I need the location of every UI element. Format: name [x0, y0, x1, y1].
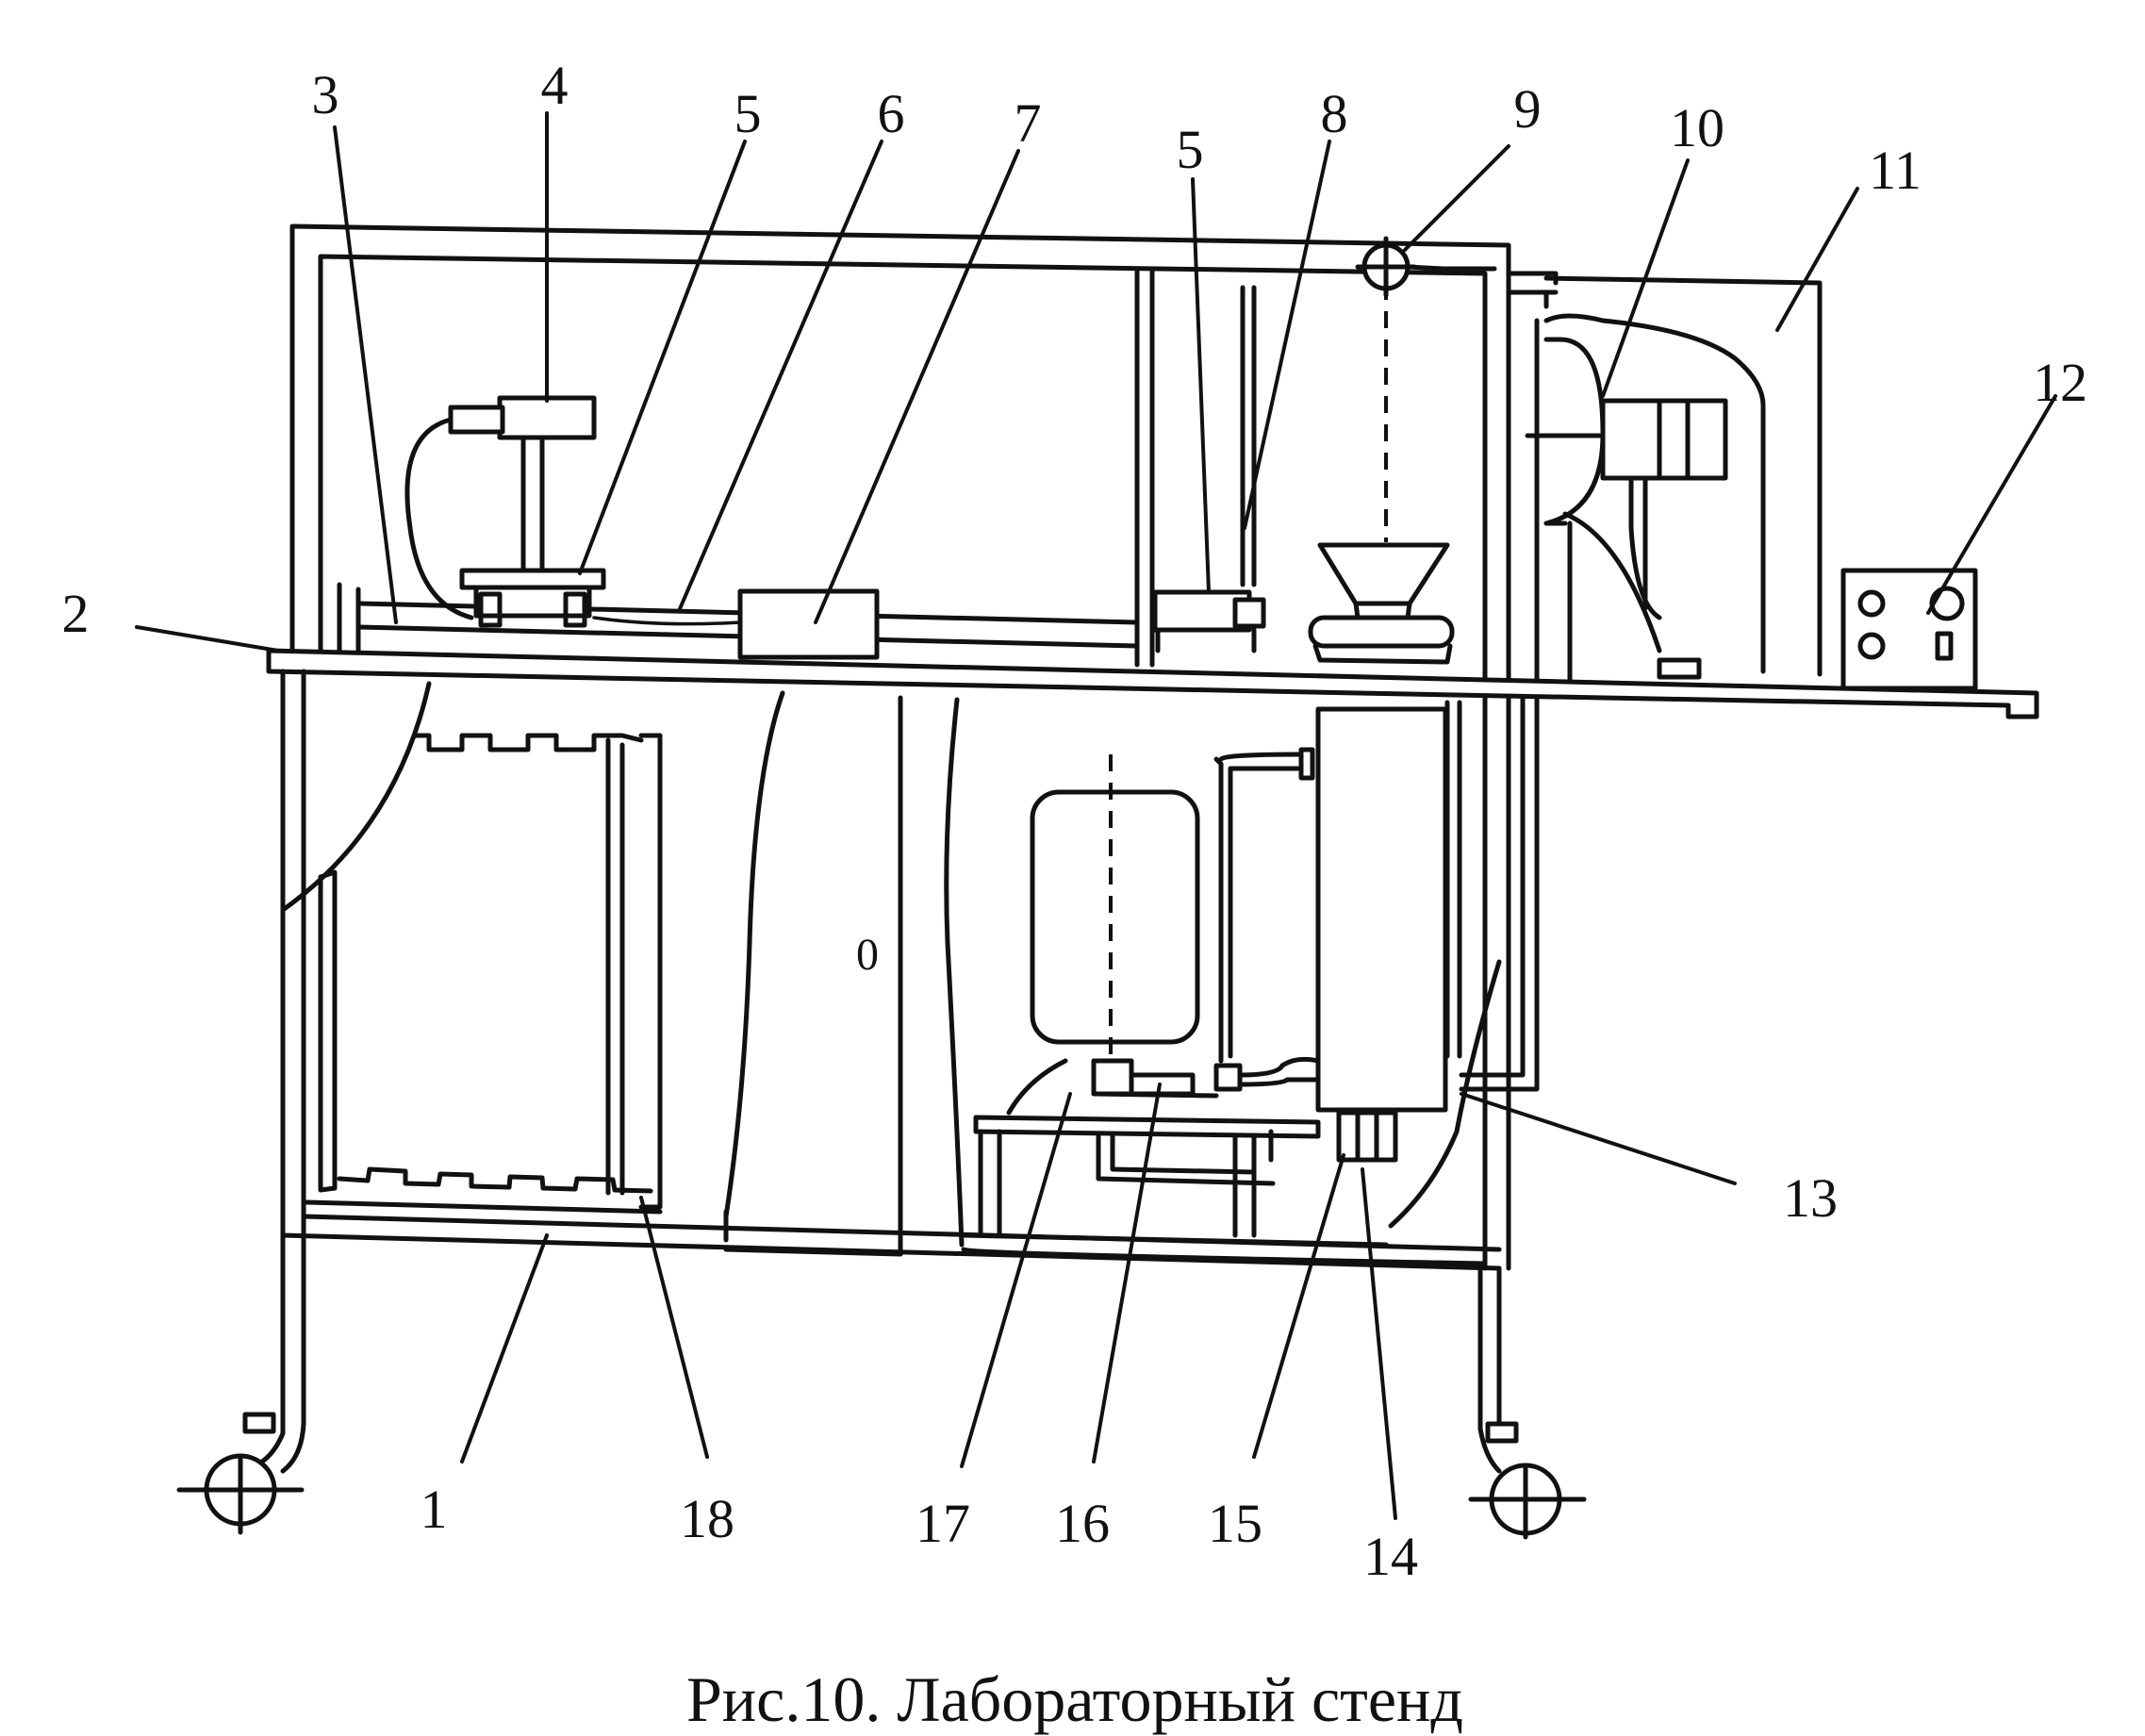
lamp-housing — [1506, 271, 1823, 682]
main-unit-13 — [1315, 706, 1448, 1113]
cable-and-block — [592, 588, 880, 660]
part-numbers: 1 2 3 4 5 6 7 5 8 9 10 11 12 13 14 15 16… — [62, 55, 2088, 1587]
label-17: 17 — [916, 1493, 970, 1554]
leader-8 — [1243, 140, 1331, 530]
control-box — [1840, 568, 1978, 691]
label-12: 12 — [2033, 352, 2087, 413]
leader-15 — [1252, 1153, 1345, 1459]
tank — [1030, 789, 1200, 1045]
leader-7 — [814, 149, 1020, 624]
leader-lines — [135, 111, 2057, 1520]
leader-14 — [1361, 1167, 1397, 1520]
label-4: 4 — [541, 55, 569, 116]
leader-6 — [677, 140, 883, 613]
label-18: 18 — [680, 1488, 734, 1549]
block-7 — [737, 588, 880, 660]
label-3: 3 — [312, 64, 339, 125]
label-16: 16 — [1055, 1493, 1110, 1554]
left-wheel — [176, 1453, 305, 1535]
label-7: 7 — [1015, 92, 1042, 154]
label-8: 8 — [1321, 83, 1348, 144]
lower-frame — [242, 669, 1519, 1474]
leader-3 — [333, 125, 398, 624]
left-compartment — [280, 681, 729, 1243]
leader-16 — [1092, 1083, 1162, 1463]
leader-11 — [1775, 187, 1859, 332]
label-14: 14 — [1363, 1526, 1418, 1587]
leader-9 — [1403, 144, 1510, 252]
figure-caption: Рис.10. Лабораторный стенд — [686, 1663, 1463, 1735]
label-2: 2 — [62, 583, 90, 644]
label-9: 9 — [1514, 78, 1542, 140]
label-5a: 5 — [734, 83, 762, 144]
leader-5a — [578, 140, 747, 575]
leader-10 — [1601, 158, 1690, 398]
table-top — [266, 648, 2039, 719]
right-carriage — [1152, 285, 1266, 653]
leader-1 — [460, 1233, 549, 1463]
leader-12 — [1926, 394, 2057, 615]
middle-panel: 0 — [723, 690, 903, 1257]
label-5b: 5 — [1177, 119, 1204, 180]
label-15: 15 — [1208, 1493, 1262, 1554]
right-wheel — [1468, 1463, 1587, 1540]
right-compartment — [944, 695, 1540, 1266]
camera-stand — [404, 395, 606, 628]
panel-mark: 0 — [856, 930, 879, 980]
pulley — [1355, 236, 1497, 298]
label-6: 6 — [878, 83, 905, 144]
label-13: 13 — [1783, 1167, 1838, 1229]
label-1: 1 — [421, 1479, 448, 1540]
funnel-hopper — [1308, 283, 1455, 665]
leader-18 — [639, 1196, 709, 1459]
leader-5b — [1191, 177, 1211, 594]
leader-2 — [135, 625, 280, 653]
label-11: 11 — [1869, 140, 1922, 201]
label-10: 10 — [1670, 97, 1724, 158]
upper-frame — [289, 223, 1511, 682]
leader-13 — [1460, 1092, 1737, 1185]
leader-17 — [960, 1092, 1072, 1468]
